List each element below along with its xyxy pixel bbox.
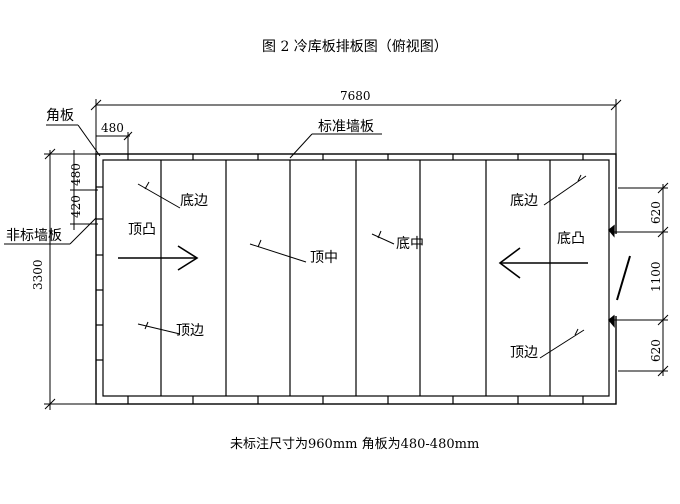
label-bottom-edge-left: 底边	[180, 193, 208, 209]
door	[608, 224, 631, 328]
non-standard-panel-leader	[4, 217, 97, 245]
label-corner-panel: 角板	[46, 108, 74, 124]
label-standard-wall-panel: 标准墙板	[318, 119, 374, 135]
dimension-right-bottom: 620	[649, 339, 663, 362]
wall-joint-ticks	[96, 154, 584, 404]
top-dimension-7680	[90, 99, 622, 154]
dimension-left-mid: 420	[69, 195, 83, 218]
dimension-right-top: 620	[649, 201, 663, 224]
right-dimensions	[612, 182, 669, 377]
left-direction-arrow	[118, 245, 199, 271]
standard-panel-leader	[289, 133, 382, 159]
label-non-standard-wall-panel: 非标墙板	[6, 228, 62, 244]
inner-label-leaders	[137, 174, 587, 359]
label-bottom-middle: 底中	[396, 236, 424, 252]
label-top-edge-left: 顶边	[176, 323, 204, 339]
dimension-corner-width: 480	[101, 121, 124, 135]
label-top-convex: 顶凸	[128, 222, 156, 238]
right-direction-arrow	[498, 247, 588, 279]
panel-dividers	[160, 160, 551, 396]
label-bottom-edge-right: 底边	[510, 193, 538, 209]
dimension-height: 3300	[31, 259, 45, 290]
label-top-middle: 顶中	[310, 250, 338, 266]
footnote: 未标注尺寸为960mm 角板为480-480mm	[230, 437, 479, 452]
label-bottom-convex: 底凸	[557, 231, 585, 247]
corner-dimension	[96, 131, 133, 154]
dimension-right-mid: 1100	[649, 261, 663, 292]
dimension-left-top: 480	[69, 163, 83, 186]
dimension-total-length: 7680	[340, 89, 371, 103]
figure-caption: 图 2 冷库板排板图（俯视图）	[262, 39, 448, 55]
label-top-edge-right: 顶边	[510, 345, 538, 361]
left-dimensions	[44, 148, 98, 410]
corner-panel-leader	[46, 124, 101, 157]
